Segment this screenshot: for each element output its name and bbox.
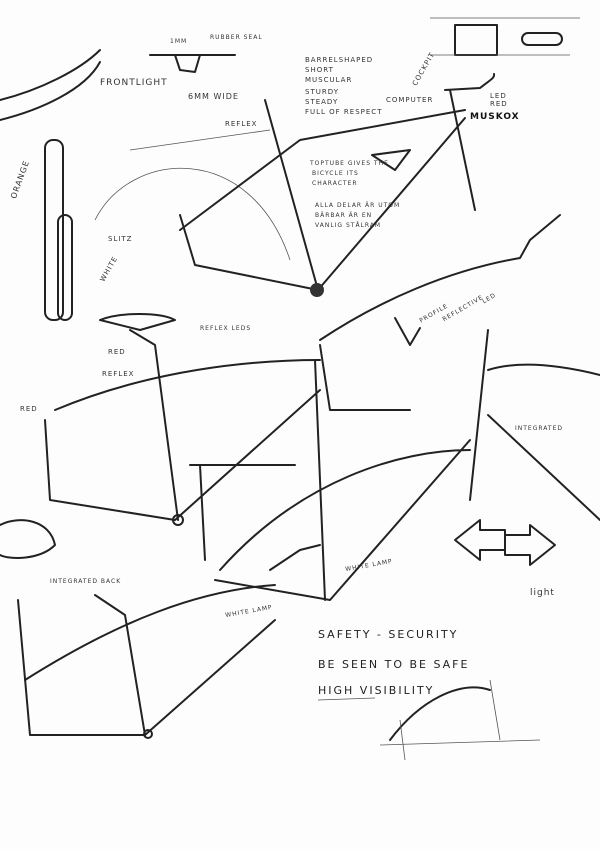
profile-curve bbox=[389, 686, 491, 741]
label-integrated: Integrated bbox=[515, 425, 564, 432]
label-trait-4: Sturdy bbox=[305, 88, 339, 96]
label-integrated-back: Integrated back bbox=[50, 578, 122, 585]
label-slitz: Slitz bbox=[108, 235, 133, 243]
tube-section-detail bbox=[454, 24, 498, 56]
label-trait-2: Short bbox=[305, 66, 334, 74]
label-rubber-seal: Rubber seal bbox=[210, 34, 263, 41]
label-trait-5: Steady bbox=[305, 98, 339, 106]
underline bbox=[317, 697, 376, 701]
right-bike-frame bbox=[189, 329, 600, 601]
arrow-left-icon bbox=[504, 524, 556, 566]
headline-safety: Safety - Security bbox=[318, 628, 459, 641]
headline-be-seen: Be seen to be safe bbox=[318, 658, 470, 671]
swedish-note-2: bärbar är en bbox=[315, 212, 373, 219]
label-reflex: Reflex bbox=[225, 120, 258, 128]
swedish-note-1: Alla delar är utom bbox=[315, 202, 401, 209]
label-red-lower: Red bbox=[20, 405, 38, 413]
toptube-note-1: Toptube gives the bbox=[310, 160, 389, 167]
label-computer: Computer bbox=[386, 96, 434, 104]
bottom-bike-frame bbox=[17, 544, 321, 739]
label-reflex-leds: Reflex LEDs bbox=[200, 325, 252, 332]
upper-bike-frame bbox=[94, 73, 496, 297]
toptube-note-3: character bbox=[312, 180, 358, 187]
tube-fragment bbox=[0, 49, 101, 101]
label-trait-6: Full of respect bbox=[305, 108, 383, 116]
toptube-note-2: bicycle its bbox=[312, 170, 359, 177]
arrow-right-icon bbox=[454, 519, 506, 561]
led-strip-icon bbox=[521, 32, 563, 46]
light-bar bbox=[44, 139, 64, 321]
label-reflex-mid: Reflex bbox=[102, 370, 135, 378]
label-trait-3: Muscular bbox=[305, 76, 353, 84]
label-light: light bbox=[530, 588, 555, 598]
label-led-red: LED red bbox=[490, 92, 508, 108]
middle-bike-frame bbox=[44, 214, 561, 601]
swedish-note-3: vanlig stålram bbox=[315, 222, 382, 229]
label-1mm: 1mm bbox=[170, 38, 188, 45]
label-6mm-wide: 6mm wide bbox=[188, 92, 239, 101]
label-trait-1: Barrelshaped bbox=[305, 56, 374, 64]
label-frontlight: Frontlight bbox=[100, 78, 168, 88]
label-red: Red bbox=[108, 348, 126, 356]
saddle-detail bbox=[0, 519, 56, 559]
frontlight-section bbox=[149, 54, 236, 73]
headline-high-visibility: High visibility bbox=[318, 684, 435, 697]
label-muskox: MUSKOX bbox=[470, 112, 520, 122]
